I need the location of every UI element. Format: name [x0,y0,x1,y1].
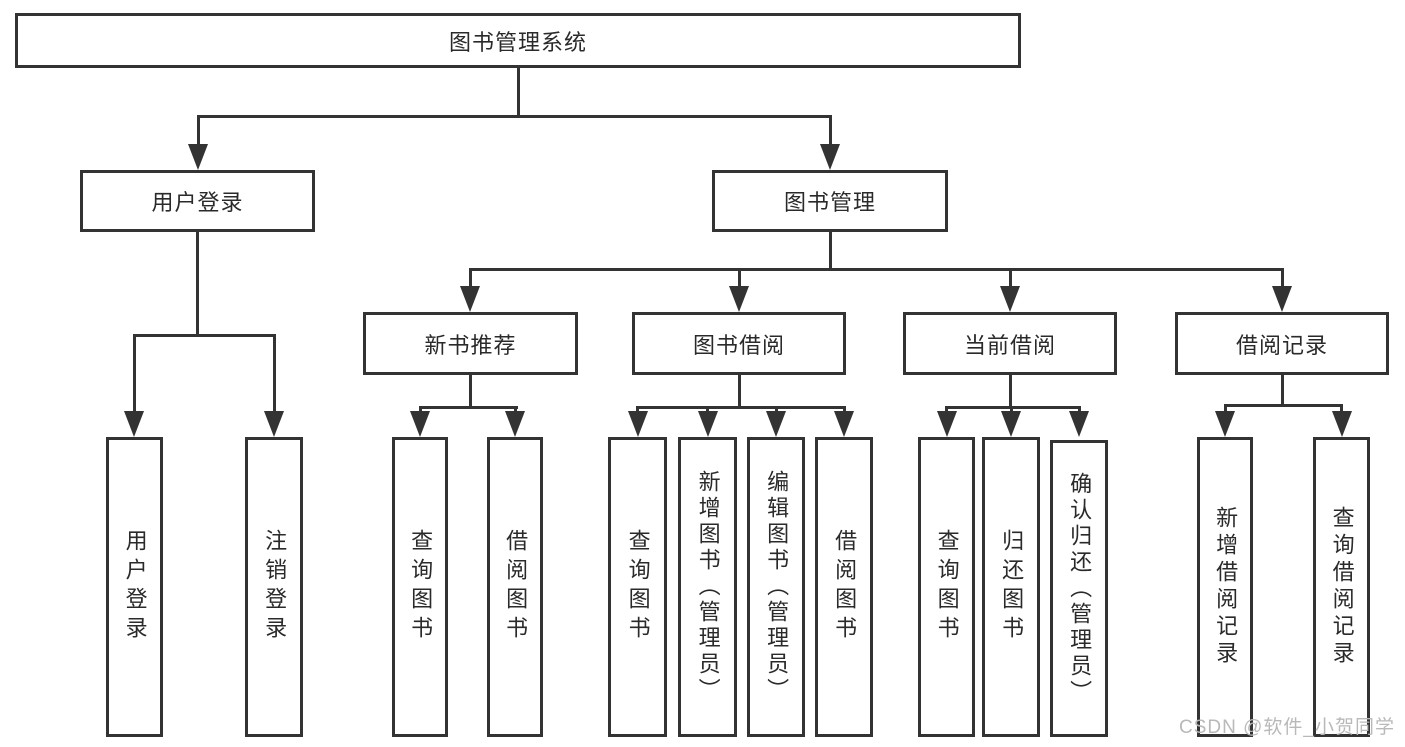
arrow-down-icon [1001,411,1021,437]
leaf-add-book-admin: 新增图书（管理员） [678,437,737,737]
arrow-down-icon [460,286,480,312]
leaf-query-borrow-record-label: 查询借阅记录 [1329,506,1355,668]
node-root: 图书管理系统 [15,13,1021,68]
connector-line [196,232,199,337]
leaf-return-book-label: 归还图书 [999,529,1025,645]
node-user-login: 用户登录 [80,170,315,232]
connector-line [133,334,136,414]
connector-line [1340,404,1343,416]
connector-line [738,268,741,290]
connector-line [1224,404,1343,407]
leaf-logout-label: 注销登录 [262,529,288,645]
connector-line [829,232,832,270]
connector-line [273,334,276,414]
connector-line [419,406,518,409]
arrow-down-icon [729,286,749,312]
arrow-down-icon [628,411,648,437]
arrow-down-icon [1332,411,1352,437]
arrow-down-icon [820,144,840,170]
leaf-add-borrow-record: 新增借阅记录 [1197,437,1253,737]
leaf-query-book-3: 查询图书 [918,437,975,737]
connector-line [829,115,832,148]
arrow-down-icon [1069,411,1089,437]
leaf-user-login: 用户登录 [106,437,163,737]
node-user-login-label: 用户登录 [151,190,244,215]
leaf-query-book-3-label: 查询图书 [934,529,960,645]
connector-line [197,115,200,148]
arrow-down-icon [1215,411,1235,437]
leaf-edit-book-admin-label: 编辑图书（管理员） [764,470,790,704]
node-borrow-records: 借阅记录 [1175,312,1389,375]
connector-line [636,406,846,409]
node-current-borrow-label: 当前借阅 [963,332,1056,358]
leaf-query-book-2-label: 查询图书 [625,529,651,645]
arrow-down-icon [410,411,430,437]
connector-line [469,268,472,290]
leaf-query-borrow-record: 查询借阅记录 [1313,437,1370,737]
connector-line [1281,268,1284,290]
leaf-borrow-book-1-label: 借阅图书 [503,529,529,645]
leaf-query-book-1: 查询图书 [392,437,448,737]
arrow-down-icon [834,411,854,437]
connector-line [945,406,1081,409]
arrow-down-icon [188,144,208,170]
node-current-borrow: 当前借阅 [903,312,1117,375]
leaf-edit-book-admin: 编辑图书（管理员） [747,437,805,737]
leaf-user-login-label: 用户登录 [122,529,148,645]
leaf-return-book: 归还图书 [982,437,1040,737]
leaf-query-book-2: 查询图书 [608,437,667,737]
node-borrow-records-label: 借阅记录 [1235,332,1328,358]
arrow-down-icon [1000,286,1020,312]
node-root-label: 图书管理系统 [448,29,587,55]
arrow-down-icon [698,411,718,437]
arrow-down-icon [1272,286,1292,312]
arrow-down-icon [505,411,525,437]
leaf-logout: 注销登录 [245,437,303,737]
node-book-borrow: 图书借阅 [632,312,846,375]
connector-line [197,115,831,118]
arrow-down-icon [264,411,284,437]
leaf-borrow-book-2-label: 借阅图书 [832,529,858,645]
connector-line [469,268,1283,271]
watermark: CSDN @软件_小贺同学 [1179,717,1395,738]
node-book-management: 图书管理 [712,170,948,232]
connector-line [133,334,276,337]
node-book-management-label: 图书管理 [783,190,876,215]
connector-line [738,375,741,408]
connector-line [1281,375,1284,406]
leaf-confirm-return-admin: 确认归还（管理员） [1050,440,1108,737]
leaf-borrow-book-1: 借阅图书 [487,437,543,737]
arrow-down-icon [937,411,957,437]
connector-line [1224,404,1227,416]
connector-line [1009,268,1012,290]
connector-line [469,375,472,408]
arrow-down-icon [124,411,144,437]
leaf-confirm-return-admin-label: 确认归还（管理员） [1067,471,1093,706]
leaf-borrow-book-2: 借阅图书 [815,437,873,737]
node-book-borrow-label: 图书借阅 [692,332,785,358]
leaf-add-borrow-record-label: 新增借阅记录 [1213,506,1239,668]
connector-line [1009,375,1012,408]
connector-line [517,68,520,115]
node-new-book-recommend-label: 新书推荐 [424,332,517,358]
leaf-query-book-1-label: 查询图书 [408,529,434,645]
node-new-book-recommend: 新书推荐 [363,312,578,375]
arrow-down-icon [766,411,786,437]
leaf-add-book-admin-label: 新增图书（管理员） [695,470,721,704]
